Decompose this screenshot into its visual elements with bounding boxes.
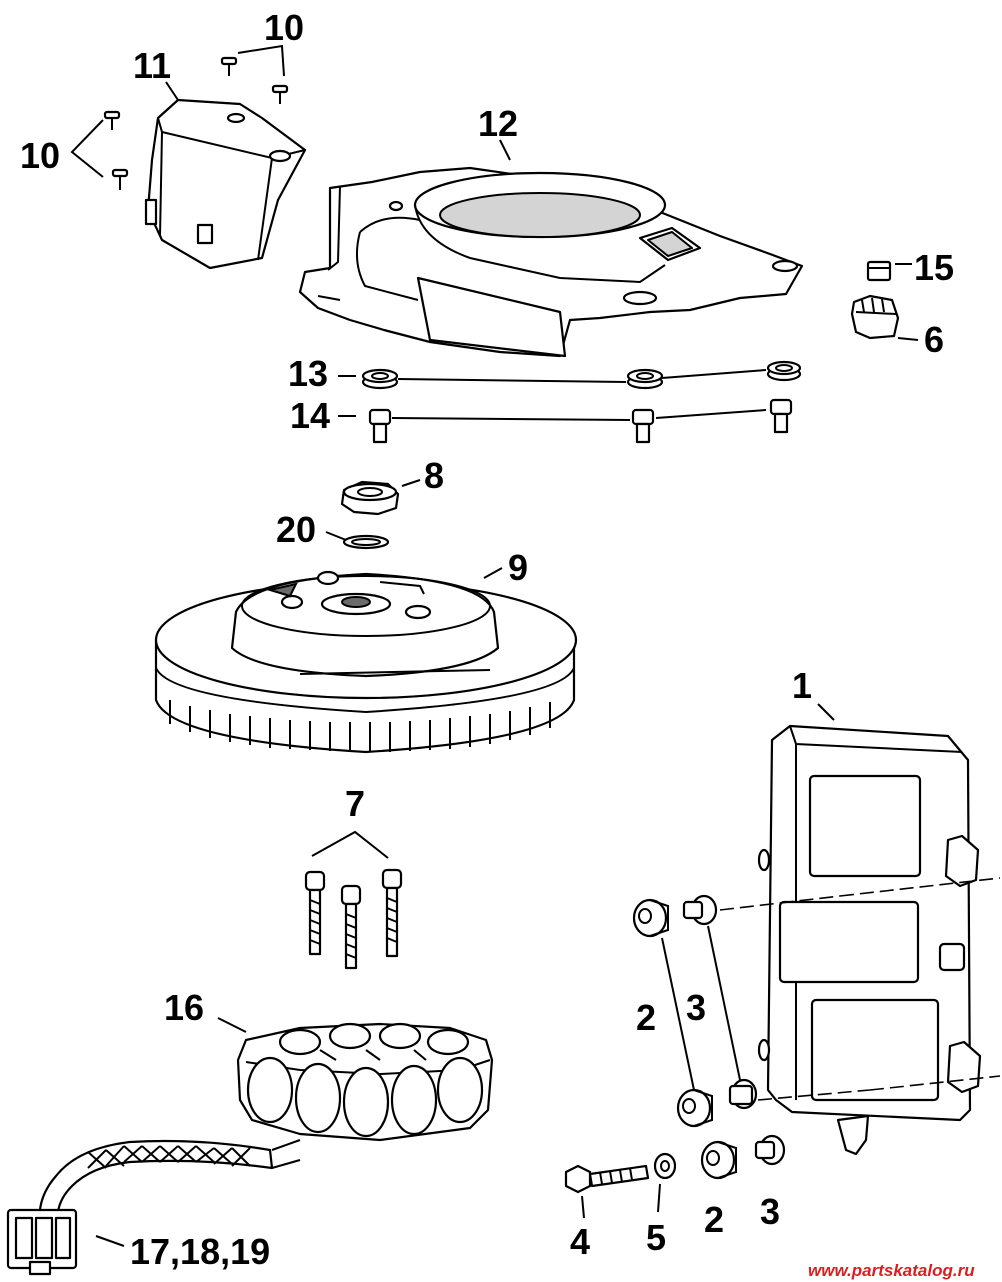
mount-line-lower bbox=[757, 1075, 1001, 1101]
part-2-grommet-upper bbox=[632, 898, 669, 938]
part-3-sleeve-lower bbox=[754, 1134, 786, 1166]
callout-10-top: 10 bbox=[264, 7, 305, 48]
leader-5 bbox=[657, 1183, 661, 1213]
part-20-washer bbox=[342, 534, 390, 550]
alignment-line-13 bbox=[397, 369, 767, 383]
callout-5: 5 bbox=[646, 1217, 667, 1258]
callout-16: 16 bbox=[164, 987, 205, 1028]
callout-13: 13 bbox=[288, 353, 329, 394]
part-2-grommet-lower bbox=[700, 1140, 737, 1180]
callout-6: 6 bbox=[924, 319, 945, 360]
part-3-sleeve-upper bbox=[682, 894, 718, 926]
part-3-sleeve-mid bbox=[728, 1078, 758, 1110]
callout-9: 9 bbox=[508, 547, 529, 588]
part-16-stator bbox=[236, 1022, 494, 1142]
leader-10-top bbox=[237, 44, 285, 77]
part-10-screw-top-right bbox=[271, 84, 289, 104]
part-2-grommet-mid bbox=[676, 1088, 713, 1128]
part-13-grommet-2 bbox=[626, 368, 664, 390]
callout-2-upper: 2 bbox=[636, 997, 657, 1038]
part-9-flywheel bbox=[154, 570, 578, 754]
part-10-screw-top-left bbox=[220, 56, 238, 76]
callout-4: 4 bbox=[570, 1221, 591, 1262]
callout-17-18-19: 17,18,19 bbox=[130, 1231, 271, 1272]
part-6-fuse-holder bbox=[850, 294, 900, 340]
part-10-screw-left-upper bbox=[103, 110, 121, 130]
callout-15: 15 bbox=[914, 247, 955, 288]
part-8-nut bbox=[340, 480, 400, 516]
link-line-2 bbox=[661, 937, 695, 1091]
mount-line-upper bbox=[719, 877, 1001, 911]
part-17-18-19-harness bbox=[38, 1139, 301, 1214]
watermark: www.partskatalog.ru bbox=[808, 1261, 975, 1280]
callout-14: 14 bbox=[290, 395, 331, 436]
leader-8 bbox=[401, 479, 421, 487]
callout-7: 7 bbox=[345, 783, 366, 824]
leader-4 bbox=[581, 1195, 585, 1219]
leader-6 bbox=[897, 337, 919, 341]
leader-10-left bbox=[70, 119, 104, 178]
part-12-flywheel-cover bbox=[298, 166, 804, 358]
part-7-bolt-1 bbox=[304, 870, 326, 956]
callout-2-lower: 2 bbox=[704, 1199, 725, 1240]
leader-20 bbox=[325, 531, 347, 541]
part-14-bolt-2 bbox=[631, 408, 655, 444]
part-1-ecu-module bbox=[757, 724, 982, 1156]
callout-8: 8 bbox=[424, 455, 445, 496]
alignment-line-14 bbox=[391, 409, 767, 421]
callout-20: 20 bbox=[276, 509, 317, 550]
callout-3-lower: 3 bbox=[760, 1191, 781, 1232]
callout-3-upper: 3 bbox=[686, 987, 707, 1028]
part-7-bolt-3 bbox=[381, 868, 403, 958]
leader-9 bbox=[483, 567, 503, 579]
link-line-3 bbox=[707, 925, 741, 1081]
leader-7 bbox=[311, 830, 389, 859]
part-17-18-19-connector bbox=[6, 1208, 78, 1276]
leader-1 bbox=[817, 703, 835, 721]
part-5-washer bbox=[653, 1152, 677, 1180]
part-7-bolt-2 bbox=[340, 884, 362, 970]
callout-11: 11 bbox=[133, 45, 172, 86]
callout-1: 1 bbox=[792, 665, 813, 706]
part-10-screw-left-lower bbox=[111, 168, 129, 190]
callout-12: 12 bbox=[478, 103, 519, 144]
part-13-grommet-3 bbox=[766, 360, 802, 382]
leader-17-18-19 bbox=[95, 1235, 125, 1247]
part-14-bolt-3 bbox=[769, 398, 793, 434]
leader-16 bbox=[217, 1017, 247, 1033]
leader-11 bbox=[165, 81, 179, 101]
part-11-cover bbox=[144, 98, 307, 270]
part-4-bolt bbox=[564, 1164, 650, 1194]
part-14-bolt-1 bbox=[368, 408, 392, 444]
callout-10-left: 10 bbox=[20, 135, 61, 176]
leader-12 bbox=[499, 139, 511, 161]
part-13-grommet-1 bbox=[361, 368, 399, 390]
part-15-fuse bbox=[866, 260, 892, 282]
